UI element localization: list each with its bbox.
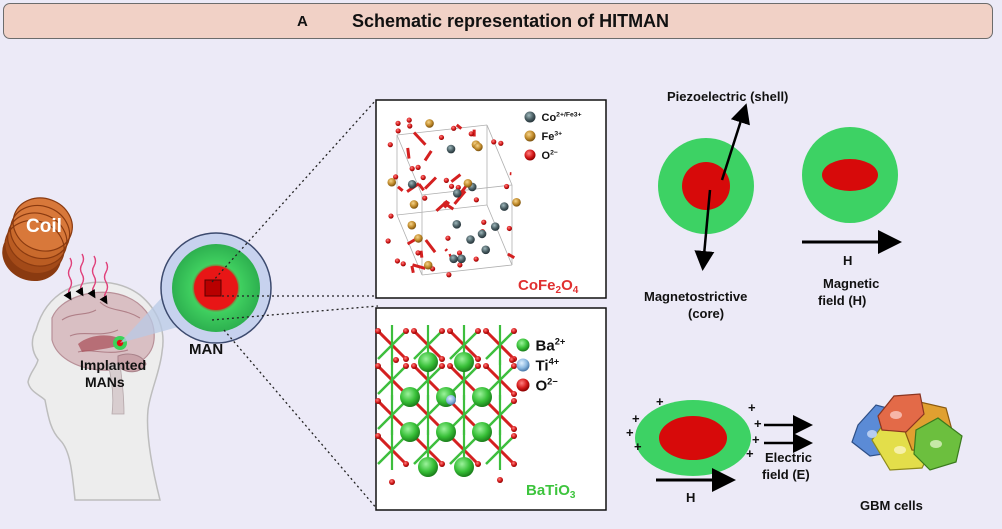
man-zoom-circle: MAN: [160, 232, 272, 358]
figure-title: Schematic representation of HITMAN: [352, 11, 670, 31]
cofe2o4-legend-swatch: [524, 149, 536, 161]
magnetic-field-line1: Magnetic: [823, 276, 879, 291]
cofe2o4-legend-label: Fe3+: [542, 131, 563, 143]
cofe2o4-panel: Co2+/Fe3+ Fe3+ O2− CoFe2O4: [375, 99, 607, 299]
charge-plus-sign: +: [634, 439, 642, 454]
zoom-lines: [211, 99, 379, 511]
charge-plus-sign: +: [632, 411, 640, 426]
h-label-top: H: [843, 253, 852, 268]
batio3-legend-label: Ba2+: [536, 337, 566, 355]
panel-letter: A: [297, 13, 308, 30]
man-core-strained: [659, 416, 727, 460]
magnetic-field-line2: field (H): [818, 293, 866, 308]
electric-field-line1: Electric: [765, 450, 812, 465]
man-label: MAN: [189, 341, 223, 358]
batio3-panel: Ba2+ Ti4+ O2− BaTiO3: [375, 307, 607, 511]
magneto-label-line1: Magnetostrictive: [644, 289, 747, 304]
implanted-label-line1: Implanted: [80, 357, 146, 373]
batio3-legend-swatch: [516, 358, 530, 372]
charge-plus-sign: +: [746, 446, 754, 461]
gbm-label: GBM cells: [860, 498, 923, 513]
man-core-resting: [682, 162, 730, 210]
cofe2o4-legend-swatch: [524, 130, 536, 142]
batio3-legend-label: Ti4+: [536, 357, 560, 375]
charge-plus-sign: +: [656, 394, 664, 409]
piezo-label: Piezoelectric (shell): [667, 89, 788, 104]
batio3-crystal: [375, 325, 517, 485]
cofe2o4-legend-label: Co2+/Fe3+: [542, 112, 582, 124]
cofe2o4-legend-swatch: [524, 111, 536, 123]
gbm-cells-illustration: GBM cells: [851, 393, 963, 513]
implanted-label-line2: MANs: [85, 374, 125, 390]
h-label-bottom: H: [686, 490, 695, 505]
magneto-label-line2: (core): [688, 306, 724, 321]
batio3-legend-swatch: [516, 338, 530, 352]
batio3-legend-swatch: [516, 378, 530, 392]
cofe2o4-formula: CoFe2O4: [518, 277, 579, 296]
title-banner: A Schematic representation of HITMAN: [3, 3, 993, 39]
cofe2o4-crystal: [385, 117, 521, 278]
charge-plus-sign: +: [752, 432, 760, 447]
coil-label: Coil: [26, 216, 62, 237]
charge-plus-sign: +: [754, 416, 762, 431]
batio3-formula: BaTiO3: [526, 482, 576, 501]
strain-diagram: Piezoelectric (shell) Magnetostrictive (…: [644, 89, 902, 321]
cofe2o4-legend-label: O2−: [542, 150, 558, 162]
coil-illustration: Coil: [2, 197, 109, 305]
batio3-legend-label: O2−: [536, 377, 559, 395]
man-core-elongated: [822, 159, 878, 191]
charge-plus-sign: +: [748, 400, 756, 415]
electric-field-diagram: ++++++++ Electric field (E) H: [626, 394, 813, 505]
electric-field-line2: field (E): [762, 467, 810, 482]
charge-plus-sign: +: [626, 425, 634, 440]
